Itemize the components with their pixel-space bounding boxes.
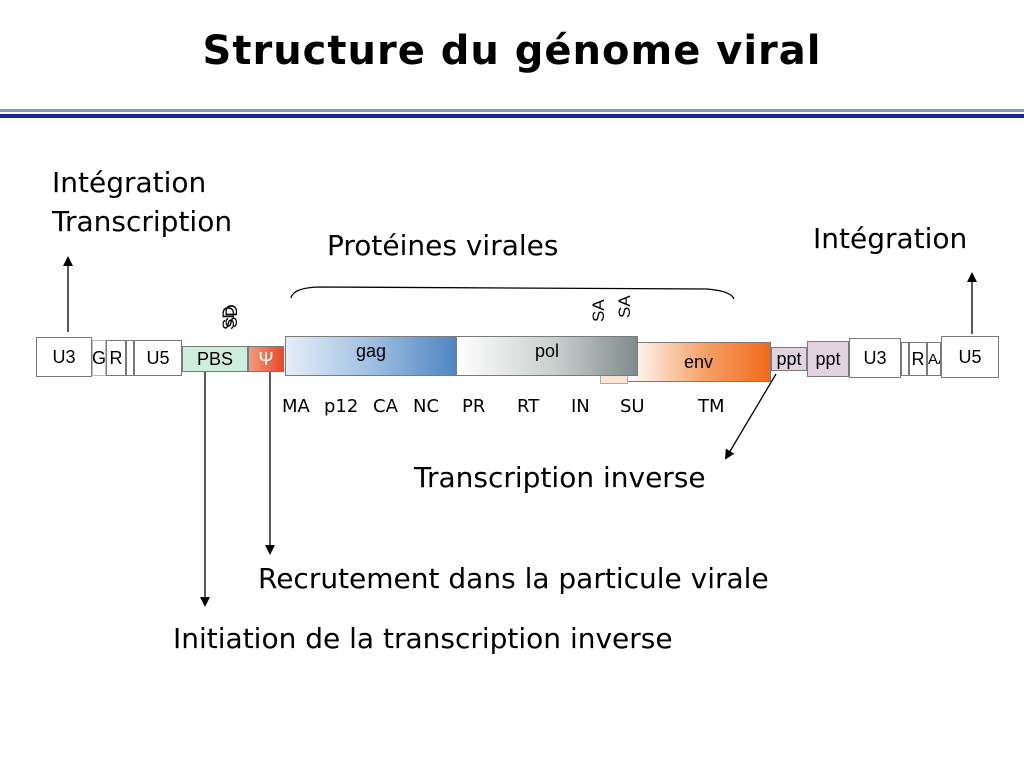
arrow-ppt xyxy=(724,373,777,460)
protein-rt: RT xyxy=(517,396,540,417)
segment-pbs: PBS xyxy=(182,346,248,372)
protein-ca: CA xyxy=(373,396,398,417)
segment-u5-left: U5 xyxy=(134,340,182,376)
protein-su: SU xyxy=(620,396,645,417)
title-rule-thin xyxy=(0,109,1024,112)
segment-ppt-2: ppt xyxy=(807,341,849,377)
page-title: Structure du génome viral xyxy=(202,28,822,74)
label-reverse-transcription: Transcription inverse xyxy=(414,461,706,494)
site-sa-1: SA xyxy=(589,299,608,322)
protein-nc: NC xyxy=(413,396,440,417)
segment-r-left: R xyxy=(106,340,126,376)
segment-r-right: R xyxy=(909,342,927,376)
label-recruitment: Recrutement dans la particule virale xyxy=(258,562,769,595)
protein-tm: TM xyxy=(698,396,725,417)
title-rule-thick xyxy=(0,114,1024,118)
site-sd-2: SD xyxy=(222,304,241,328)
protein-ma: MA xyxy=(282,396,310,417)
segment-spacer-right xyxy=(901,342,909,376)
segment-u5-right: U5 xyxy=(941,336,999,378)
protein-brace xyxy=(290,286,735,300)
segment-spacer-left xyxy=(126,340,134,376)
gene-pol: pol xyxy=(456,336,638,376)
segment-ppt-1: ppt xyxy=(771,347,807,371)
segment-u3-left: U3 xyxy=(36,337,92,377)
protein-in: IN xyxy=(571,396,590,417)
segment-aaa: AAA 3' xyxy=(927,342,941,376)
segment-psi: Ψ xyxy=(248,346,284,372)
site-sa-2: SA xyxy=(615,295,634,318)
label-transcription-left: Transcription xyxy=(52,205,233,238)
label-integration-left: Intégration xyxy=(52,166,207,199)
segment-g-left: G xyxy=(92,340,106,376)
segment-u3-right: U3 xyxy=(849,338,901,378)
label-viral-proteins: Protéines virales xyxy=(327,229,559,262)
label-integration-right: Intégration xyxy=(813,222,968,255)
gene-gag: gag xyxy=(285,336,457,376)
label-initiation: Initiation de la transcription inverse xyxy=(173,622,673,655)
protein-p12: p12 xyxy=(324,396,359,417)
gene-env: env xyxy=(626,342,771,382)
protein-pr: PR xyxy=(462,396,486,417)
